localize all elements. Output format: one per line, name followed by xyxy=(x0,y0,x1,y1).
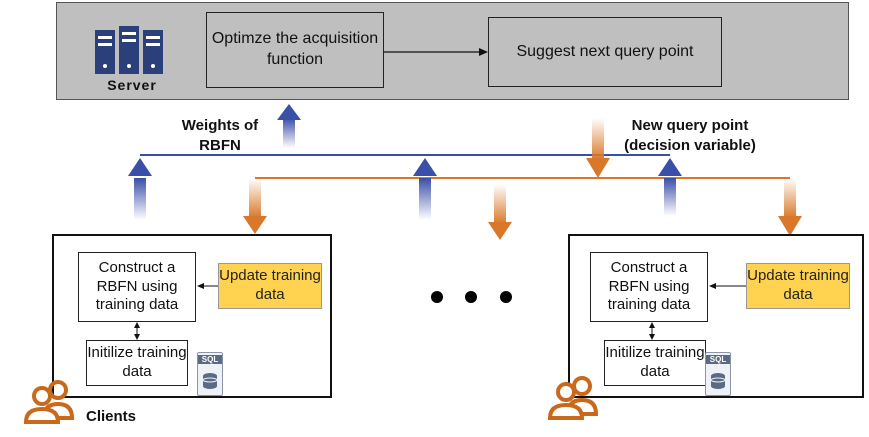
sql-tag: SQL xyxy=(706,355,730,364)
update-training-box-right: Update training data xyxy=(746,263,850,309)
blue-arrow-left xyxy=(128,158,152,220)
blue-arrow-right xyxy=(658,158,682,216)
database-icon: SQL xyxy=(197,352,223,396)
orange-arrow-server xyxy=(586,118,610,178)
server-label: Server xyxy=(107,77,157,93)
clients-label: Clients xyxy=(86,408,137,425)
init-training-box-left: Initilize training data xyxy=(86,340,188,386)
ellipsis-dot xyxy=(465,291,477,303)
blue-arrow-mid xyxy=(413,158,437,220)
ellipsis-dot xyxy=(431,291,443,303)
new-query-label: New query point (decision variable) xyxy=(624,117,756,154)
database-icon: SQL xyxy=(705,352,731,396)
optimize-acquisition-box: Optimze the acquisition function xyxy=(206,12,384,88)
init-training-box-right: Initilize training data xyxy=(604,340,706,386)
users-icon xyxy=(547,376,599,420)
server-icon xyxy=(95,26,163,74)
ellipsis-dot xyxy=(500,291,512,303)
orange-arrow-right xyxy=(778,178,802,236)
blue-arrow-server xyxy=(277,104,301,148)
weights-label: Weights of RBFN xyxy=(181,117,259,154)
users-icon xyxy=(23,380,75,424)
sql-tag: SQL xyxy=(198,355,222,364)
construct-rbfn-box-right: Construct a RBFN using training data xyxy=(590,252,708,322)
construct-rbfn-box-left: Construct a RBFN using training data xyxy=(78,252,196,322)
orange-arrow-mid xyxy=(488,184,512,240)
orange-arrow-left xyxy=(243,178,267,234)
suggest-query-box: Suggest next query point xyxy=(488,17,722,87)
update-training-box-left: Update training data xyxy=(218,263,322,309)
